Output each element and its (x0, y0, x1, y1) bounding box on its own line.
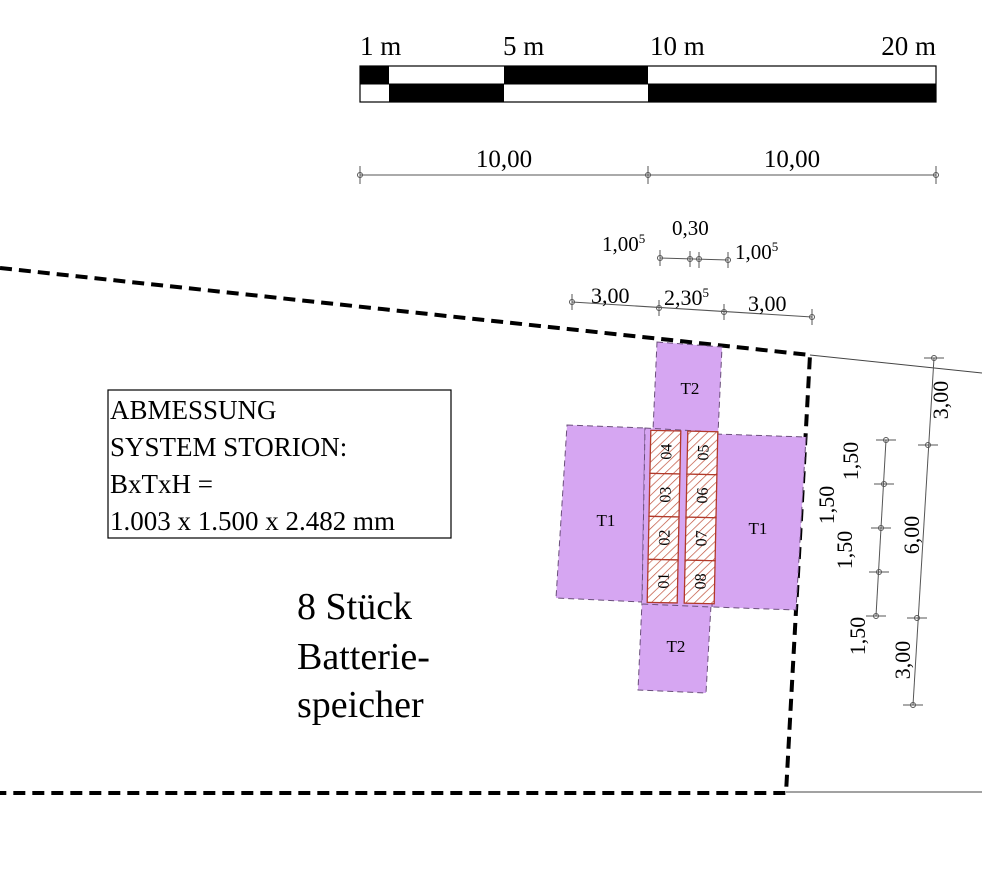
dim-gap-left: 1,005 (602, 231, 645, 256)
dim-right-inner-2: 1,50 (814, 486, 839, 525)
dim-width-left: 3,00 (591, 283, 630, 308)
dim-top-left: 10,00 (476, 146, 532, 173)
info-line-3: BxTxH = (110, 469, 213, 499)
battery-label-06: 06 (694, 487, 711, 503)
dim-width-middle: 2,305 (664, 285, 709, 310)
caption-line-3: speicher (297, 684, 424, 726)
parcel-line (809, 354, 982, 374)
dim-right-inner-4: 1,50 (845, 617, 870, 656)
dim-top-right: 10,00 (764, 146, 820, 173)
dim-gap-right: 1,005 (735, 239, 778, 264)
zones: T1 T1 T2 T2 (555, 341, 807, 694)
dim-right-inner-3: 1,50 (832, 531, 857, 570)
battery-label-08: 08 (692, 573, 709, 589)
caption: 8 Stück Batterie- speicher (297, 586, 430, 726)
scale-label-10m: 10 m (650, 31, 705, 61)
dim-width-right: 3,00 (748, 291, 787, 316)
battery-unit (646, 558, 679, 604)
battery-label-07: 07 (693, 530, 710, 546)
dim-right-inner-1: 1,50 (838, 442, 863, 481)
scale-segment (504, 66, 648, 84)
scale-label-1m: 1 m (360, 31, 401, 61)
scale-segment (389, 84, 504, 102)
dimension-width-row: 3,00 2,305 3,00 (569, 283, 815, 325)
info-line-1: ABMESSUNG (110, 395, 277, 425)
dim-gap-middle: 0,30 (672, 216, 709, 240)
zone-t2-bottom (637, 601, 712, 694)
info-line-2: SYSTEM STORION: (110, 432, 347, 462)
battery-label-01: 01 (655, 573, 672, 589)
info-box: ABMESSUNG SYSTEM STORION: BxTxH = 1.003 … (107, 389, 452, 539)
scale-bar: 1 m 5 m 10 m 20 m (359, 31, 937, 103)
dimension-gap-row: 1,005 0,30 1,005 (602, 216, 778, 268)
dim-right-outer-1: 3,00 (928, 381, 953, 420)
dimension-top-total: 10,00 10,00 (357, 146, 939, 184)
battery-label-02: 02 (656, 530, 673, 546)
battery-label-03: 03 (657, 487, 674, 503)
scale-segment (360, 66, 389, 84)
info-box-frame (107, 389, 452, 539)
dim-right-outer-3: 3,00 (890, 641, 915, 680)
battery-unit (683, 559, 716, 605)
dimension-right-outer: 3,00 6,00 3,00 (890, 355, 953, 708)
zone-label-t2-top: T2 (681, 379, 700, 398)
zone-label-t1-left: T1 (597, 511, 616, 530)
dim-right-outer-2: 6,00 (899, 516, 924, 555)
dimension-right-inner: 1,50 1,50 1,50 1,50 (814, 437, 896, 656)
caption-line-2: Batterie- (297, 636, 430, 678)
scale-segment (648, 84, 936, 102)
battery-units: 04 03 02 01 05 06 07 08 (646, 429, 719, 605)
info-line-4: 1.003 x 1.500 x 2.482 mm (110, 506, 395, 536)
zone-label-t2-bottom: T2 (667, 637, 686, 656)
zone-label-t1-right: T1 (749, 519, 768, 538)
battery-label-04: 04 (658, 444, 675, 460)
caption-line-1: 8 Stück (297, 586, 412, 628)
scale-label-5m: 5 m (503, 31, 544, 61)
scale-label-20m: 20 m (881, 31, 936, 61)
battery-label-05: 05 (695, 444, 712, 460)
